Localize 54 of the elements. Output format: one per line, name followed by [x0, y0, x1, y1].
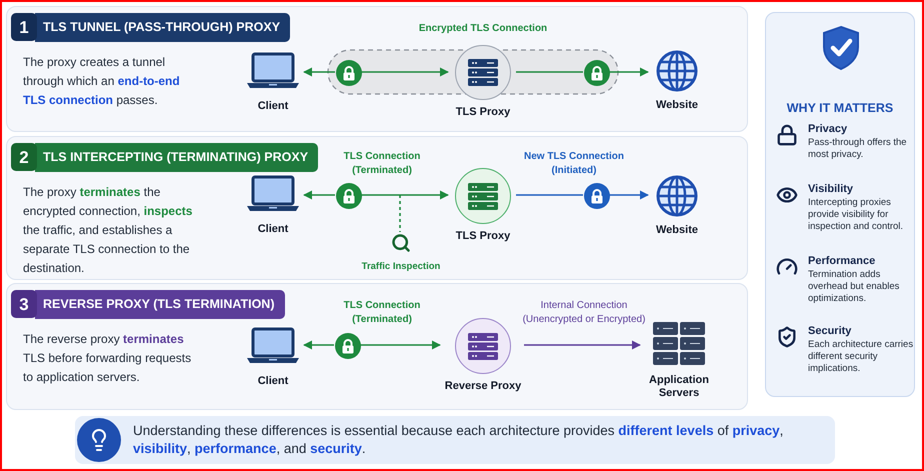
lock-icon	[584, 183, 610, 209]
node-label: Client	[258, 100, 288, 113]
node-label: Traffic Inspection	[362, 260, 440, 273]
item-title: Security	[808, 324, 852, 339]
number-badge: 1	[11, 13, 37, 42]
arrow	[303, 190, 335, 200]
arrow	[361, 190, 449, 200]
node-label: Website	[656, 99, 698, 112]
panel-heading: WHY IT MATTERS	[786, 100, 894, 117]
node-label: Application Servers	[648, 374, 710, 400]
section-title: TLS TUNNEL (PASS-THROUGH) PROXY	[35, 13, 290, 42]
section-panel	[6, 6, 748, 132]
lock-icon	[335, 333, 361, 359]
item-title: Visibility	[808, 182, 854, 197]
section-title: TLS INTERCEPTING (TERMINATING) PROXY	[35, 143, 318, 172]
item-title: Privacy	[808, 122, 848, 137]
arrow	[361, 68, 449, 76]
banner-text: Understanding these differences is essential because each architecture provides different levels of privacy, visibility, performance, and security.	[133, 422, 784, 458]
section-panel	[6, 136, 748, 280]
arrow	[303, 68, 335, 76]
connection-label: TLS Connection (Terminated)	[342, 150, 422, 178]
connection-label: New TLS Connection (Initiated)	[523, 150, 625, 178]
info-panel	[765, 12, 915, 397]
node-label: Client	[258, 375, 288, 388]
connection-label: TLS Connection (Terminated)	[342, 299, 422, 327]
arrow	[360, 340, 441, 350]
node-label: Client	[258, 223, 288, 236]
item-text: Each architecture carries different security implications.	[808, 339, 914, 375]
summary-banner	[75, 416, 835, 464]
connector-line	[516, 194, 583, 196]
section-panel	[6, 283, 748, 410]
node-label: Reverse Proxy	[444, 380, 522, 393]
arrow	[609, 68, 649, 76]
arrow	[524, 340, 641, 350]
item-title: Performance	[808, 254, 876, 269]
arrow	[303, 340, 334, 350]
item-text: Termination adds overhead but enables optimizations.	[808, 269, 900, 305]
number-badge: 2	[11, 143, 37, 172]
node-label: Website	[656, 224, 698, 237]
connection-label: Internal Connection (Unencrypted or Encrypted)	[522, 299, 646, 327]
item-text: Pass-through offers the most privacy.	[808, 137, 908, 161]
lock-icon	[336, 183, 362, 209]
arrow	[609, 190, 649, 200]
connector-line	[516, 71, 583, 73]
number-badge: 3	[11, 290, 37, 318]
description-text: The proxy terminates the encrypted connection, inspects the traffic, and establishes a separate TLS connection to the destination.	[23, 184, 194, 277]
node-label: TLS Proxy	[456, 230, 510, 243]
section-title: REVERSE PROXY (TLS TERMINATION)	[35, 290, 285, 319]
item-text: Intercepting proxies provide visibility for inspection and control.	[808, 197, 904, 233]
description-text: The proxy creates a tunnel through which an end-to-end TLS connection passes.	[23, 54, 181, 109]
connector-line	[399, 195, 401, 232]
connection-label: Encrypted TLS Connection	[418, 22, 548, 36]
description-text: The reverse proxy terminates TLS before forwarding requests to application servers.	[23, 331, 192, 386]
node-label: TLS Proxy	[456, 106, 510, 119]
